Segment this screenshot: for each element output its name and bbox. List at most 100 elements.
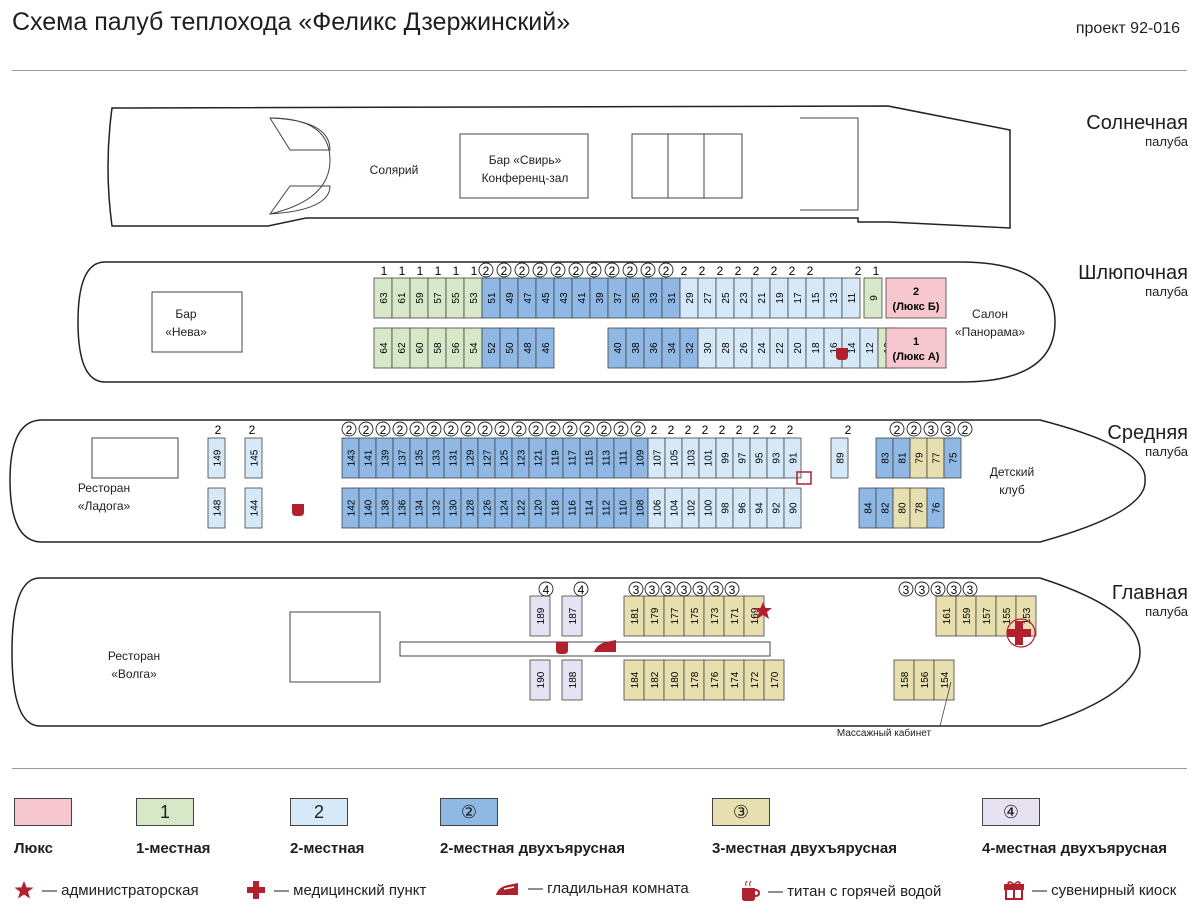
cabin-135-number: 135 [415, 449, 426, 466]
main-deck-outline [11, 577, 1141, 727]
cabin-23: 23 [733, 277, 753, 319]
cabin-176-number: 176 [710, 671, 721, 688]
cabin-type-marker: 1 [381, 264, 388, 278]
cabin-178-number: 178 [690, 671, 701, 688]
cabin-type-marker: 2 [562, 421, 578, 437]
cabin-type-marker: 3 [724, 581, 740, 597]
cabin-145-box [244, 437, 263, 479]
cabin-142: 142 [341, 487, 360, 529]
cabin-19: 19 [769, 277, 789, 319]
cabin-129: 129 [460, 437, 479, 479]
cabin-type-marker: 2 [596, 421, 612, 437]
cabin-128: 128 [460, 487, 479, 529]
boat-deck-outline [77, 261, 1056, 383]
cabin-13-number: 13 [829, 292, 840, 304]
cabin-type-marker-label: 2 [482, 423, 489, 437]
cabin-type-marker-label: 2 [215, 423, 222, 437]
cabin-type-marker-label: 2 [618, 423, 625, 437]
cabin-type-marker: 2 [685, 423, 692, 437]
cabin-59-number: 59 [415, 292, 426, 304]
cabin-type-marker: 2 [807, 264, 814, 278]
cabin-139: 139 [375, 437, 394, 479]
cabin-172: 172 [743, 659, 765, 701]
cabin-type-marker-label: 2 [770, 423, 777, 437]
cabin-81-number: 81 [898, 452, 909, 464]
cabin-21-number: 21 [757, 292, 768, 304]
bar-svir-room [459, 133, 589, 199]
cabin-123-number: 123 [517, 449, 528, 466]
cabin-116: 116 [562, 487, 581, 529]
cabin-188-number: 188 [568, 671, 579, 688]
cabin-78-number: 78 [915, 502, 926, 514]
cabin-type-marker-label: 3 [903, 583, 910, 597]
cabin-type-marker: 1 [873, 264, 880, 278]
cabin-lux-2: 2(Люкс Б) [885, 277, 947, 319]
cabin-188: 188 [561, 659, 583, 701]
cabin-35-number: 35 [631, 292, 642, 304]
cabin-9: 9 [863, 277, 883, 319]
cabin-177: 177 [663, 595, 685, 637]
cabin-102: 102 [681, 487, 700, 529]
cabin-108: 108 [630, 487, 649, 529]
cabin-9-number: 9 [869, 295, 880, 301]
cabin-type-marker: 2 [392, 421, 408, 437]
rest-volga-label-1: Ресторан [108, 649, 160, 663]
cabin-148-number: 148 [213, 499, 224, 516]
cabin-137-number: 137 [398, 449, 409, 466]
sun-service-block [631, 133, 743, 199]
cabin-33: 33 [643, 277, 663, 319]
cabin-97: 97 [732, 437, 751, 479]
bar-svir-label: Бар «Свирь» [489, 153, 562, 167]
cabin-189-number: 189 [536, 607, 547, 624]
cabin-type-marker-label: 2 [465, 423, 472, 437]
cabin-138: 138 [375, 487, 394, 529]
cabin-type-marker-label: 2 [719, 423, 726, 437]
cabin-169: 169 [743, 595, 765, 637]
gift-icon [1004, 881, 1024, 900]
cabin-28-number: 28 [721, 342, 732, 354]
cabin-29: 29 [679, 277, 699, 319]
cabin-type-marker-label: 1 [381, 264, 388, 278]
cabin-180: 180 [663, 659, 685, 701]
cabin-type-marker: 2 [341, 421, 357, 437]
cabin-type-marker: 2 [249, 423, 256, 437]
solarium-label: Солярий [370, 163, 419, 177]
cabin-type-marker: 2 [906, 421, 922, 437]
boiler-map-icon-boat [836, 348, 848, 360]
cabin-type-marker-label: 2 [771, 264, 778, 278]
cabin-type-marker: 3 [946, 581, 962, 597]
cabin-97-number: 97 [738, 452, 749, 464]
symbol-admin-label: — администраторская [42, 881, 199, 899]
bar-neva-label-1: Бар [175, 307, 197, 321]
legend-label: 3-местная двухъярусная [712, 840, 897, 857]
cabin-type-marker-label: 3 [945, 423, 952, 437]
cabin-type-marker-label: 3 [665, 583, 672, 597]
cabin-43-number: 43 [559, 292, 570, 304]
cabin-type-marker-label: 2 [753, 264, 760, 278]
cabin-45: 45 [535, 277, 555, 319]
cabin-type-marker-label: 2 [567, 423, 574, 437]
cabin-161: 161 [935, 595, 957, 637]
cabin-170-number: 170 [770, 671, 781, 688]
cabin-140: 140 [358, 487, 377, 529]
cabin-189-box [529, 595, 551, 637]
cabin-169-box [743, 595, 765, 637]
cabin-138-number: 138 [381, 499, 392, 516]
cabin-type-marker-label: 2 [753, 423, 760, 437]
cabin-105: 105 [664, 437, 683, 479]
cabin-157: 157 [975, 595, 997, 637]
cabin-type-marker: 2 [494, 421, 510, 437]
cabin-type-marker-label: 4 [543, 583, 550, 597]
cabin-57-number: 57 [433, 292, 444, 304]
cabin-99: 99 [715, 437, 734, 479]
cabin-type-marker-label: 2 [736, 423, 743, 437]
cabin-145: 145 [244, 437, 263, 479]
cabin-107: 107 [647, 437, 666, 479]
labels: Солярий Бар «Свирь» Конференц-зал Бар «Н… [78, 153, 1034, 739]
cabin-type-marker: 2 [568, 262, 584, 278]
cabin-179: 179 [643, 595, 665, 637]
cabin-46-box [535, 327, 555, 369]
cup-icon [742, 880, 760, 901]
cabin-56-number: 56 [451, 342, 462, 354]
cabin-133: 133 [426, 437, 445, 479]
